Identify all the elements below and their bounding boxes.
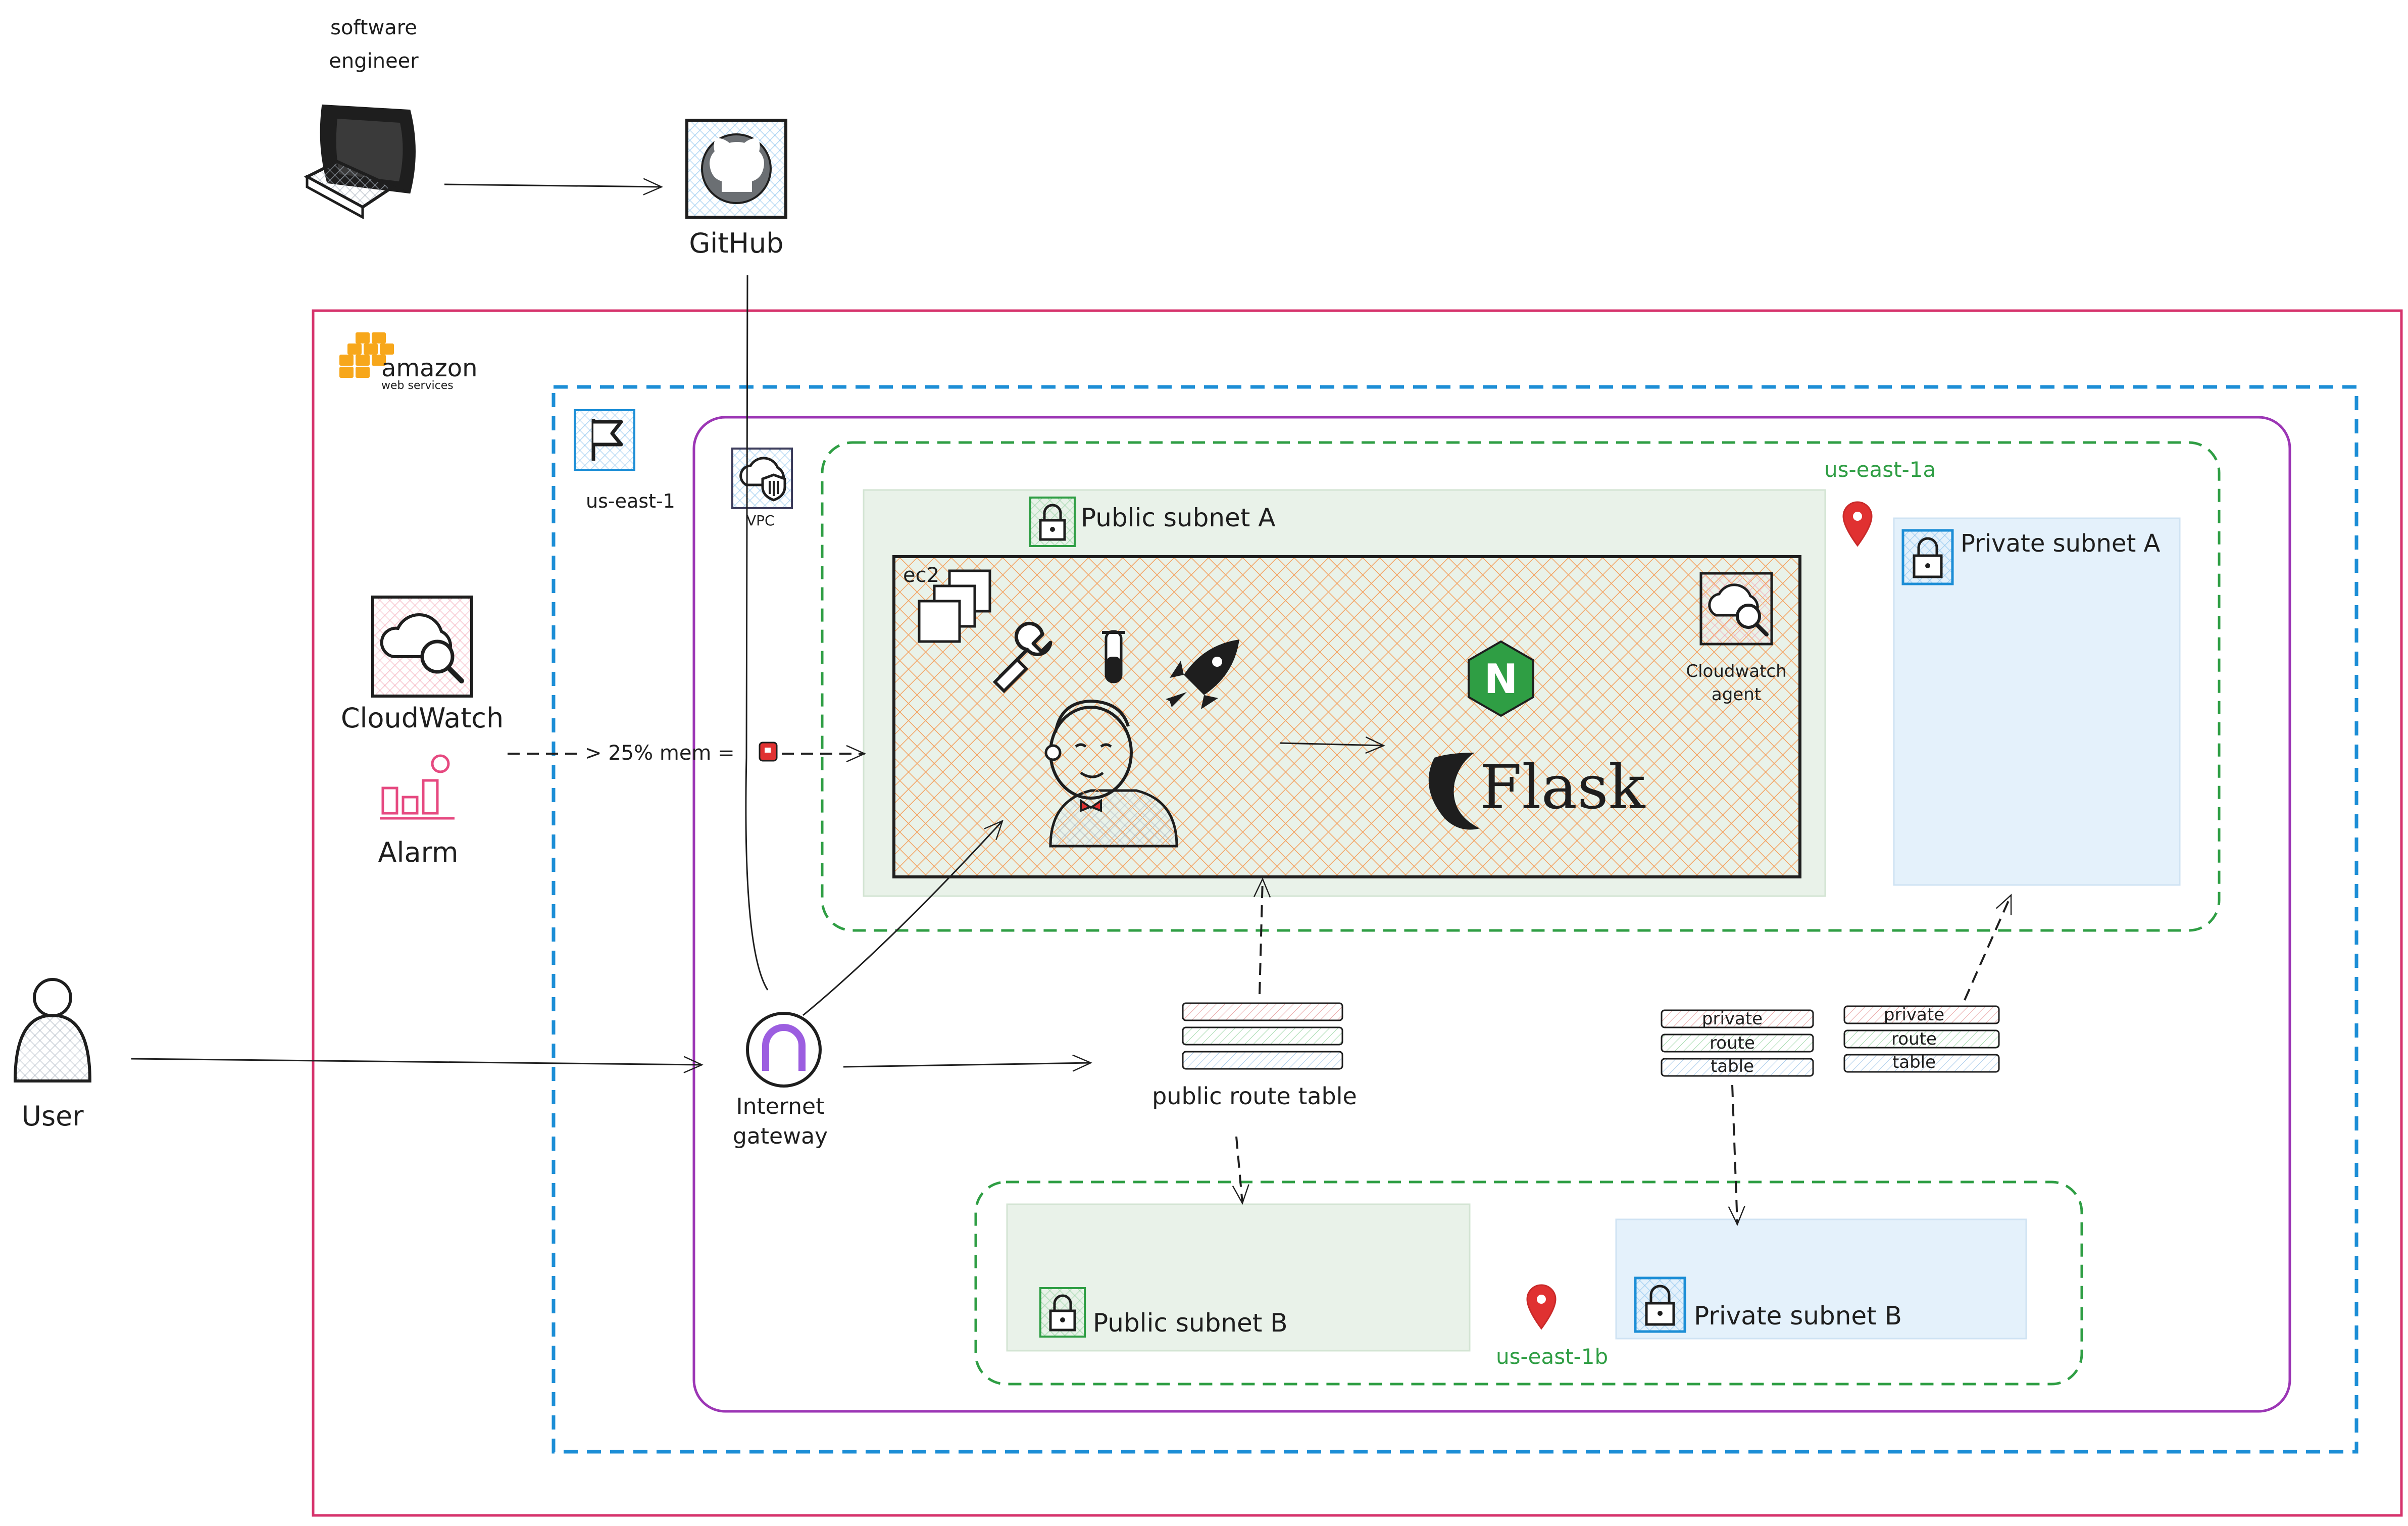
region-boundary: [551, 385, 2359, 1454]
region-flag-icon: [574, 409, 635, 471]
flask-logo: Flask: [1428, 753, 1646, 830]
alarm-label: Alarm: [378, 836, 459, 868]
alarm-rule-text: > 25% mem =: [585, 742, 735, 765]
nginx-icon: N: [1468, 640, 1534, 717]
private-subnet-b-lock-icon: [1634, 1276, 1686, 1333]
alarm-siren-icon: [759, 742, 778, 762]
private-rt-to-private-a-arrow: [1964, 894, 2012, 1001]
igw-to-route-table-arrow: [843, 1054, 1092, 1072]
public-subnet-a-label: Public subnet A: [1081, 503, 1276, 532]
computer-icon: [304, 104, 416, 220]
user-icon: [13, 978, 92, 1082]
ec2-instance: [892, 555, 1801, 878]
public-route-table-icon: [1182, 1002, 1343, 1070]
engineer-to-github-arrow: [444, 178, 663, 195]
vpc-boundary: [692, 416, 2291, 1413]
ec2-label: ec2: [903, 564, 939, 587]
private-route-table-2-row-2: route: [1891, 1029, 1937, 1049]
wrench-icon: [992, 621, 1052, 694]
private-route-table-1-row-1: private: [1702, 1009, 1763, 1029]
private-subnet-a-label: Private subnet A: [1961, 529, 2161, 558]
engineer-label-1: software: [330, 16, 417, 39]
aws-logo-subtext: web services: [381, 379, 454, 392]
private-route-table-2-row-1: private: [1884, 1005, 1944, 1025]
cloudwatch-agent-label-2: agent: [1712, 684, 1761, 705]
cloudwatch-label: CloudWatch: [341, 702, 504, 734]
ec2-instances-icon: [918, 569, 991, 643]
flask-label: Flask: [1480, 753, 1646, 823]
user-to-igw-arrow: [131, 1056, 704, 1073]
ec2-internal-arrow: [1280, 736, 1385, 754]
igw-label-2: gateway: [733, 1123, 828, 1149]
az-b-boundary: [974, 1180, 2083, 1386]
igw-label-1: Internet: [736, 1094, 825, 1119]
alarm-icon: [380, 754, 455, 820]
az-b-pin-icon: [1526, 1284, 1557, 1330]
engineer-label-2: engineer: [329, 50, 419, 73]
cloudwatch-agent-icon: [1699, 572, 1773, 646]
nginx-letter: N: [1484, 656, 1518, 703]
private-route-table-1-row-2: route: [1710, 1033, 1755, 1053]
internet-gateway-icon: [746, 1012, 822, 1088]
az-a-label: us-east-1a: [1824, 457, 1936, 482]
aws-cloud-boundary: [312, 309, 2403, 1517]
public-subnet-b-label: Public subnet B: [1093, 1308, 1288, 1338]
region-label: us-east-1: [586, 490, 675, 512]
public-subnet-a-lock-icon: [1029, 497, 1076, 547]
az-a-boundary: [821, 441, 2221, 932]
az-a-pin-icon: [1842, 501, 1873, 547]
private-route-table-1-row-3: table: [1711, 1056, 1754, 1076]
aws-logo: amazon web services: [339, 332, 478, 392]
route-table-to-public-b-arrow: [1232, 1136, 1249, 1205]
rocket-icon: [1166, 639, 1239, 709]
github-label: GitHub: [689, 227, 783, 259]
private-route-table-2: private route table: [1843, 1005, 2000, 1073]
private-rt-to-private-b-arrow: [1728, 1085, 1745, 1226]
public-route-table-label: public route table: [1152, 1082, 1357, 1110]
test-tube-icon: [1102, 630, 1125, 683]
route-table-to-public-a-arrow: [1253, 877, 1271, 995]
igw-to-ec2-arrow: [802, 819, 1004, 1016]
private-route-table-1: private route table: [1661, 1009, 1814, 1077]
aws-logo-text: amazon: [381, 354, 478, 382]
private-subnet-a-lock-icon: [1901, 529, 1954, 585]
public-subnet-b-lock-icon: [1039, 1287, 1086, 1338]
jenkins-icon: [1044, 699, 1178, 848]
az-b-label: us-east-1b: [1496, 1344, 1608, 1369]
user-label: User: [21, 1100, 84, 1132]
private-route-table-2-row-3: table: [1892, 1052, 1936, 1072]
github-to-vpc-line: [745, 275, 769, 991]
github-icon[interactable]: [685, 119, 787, 219]
cloudwatch-agent-label-1: Cloudwatch: [1686, 661, 1786, 681]
vpc-label: VPC: [746, 512, 775, 529]
vpc-icon: [731, 448, 793, 509]
private-subnet-b-label: Private subnet B: [1694, 1301, 1902, 1331]
cloudwatch-icon: [371, 596, 473, 698]
